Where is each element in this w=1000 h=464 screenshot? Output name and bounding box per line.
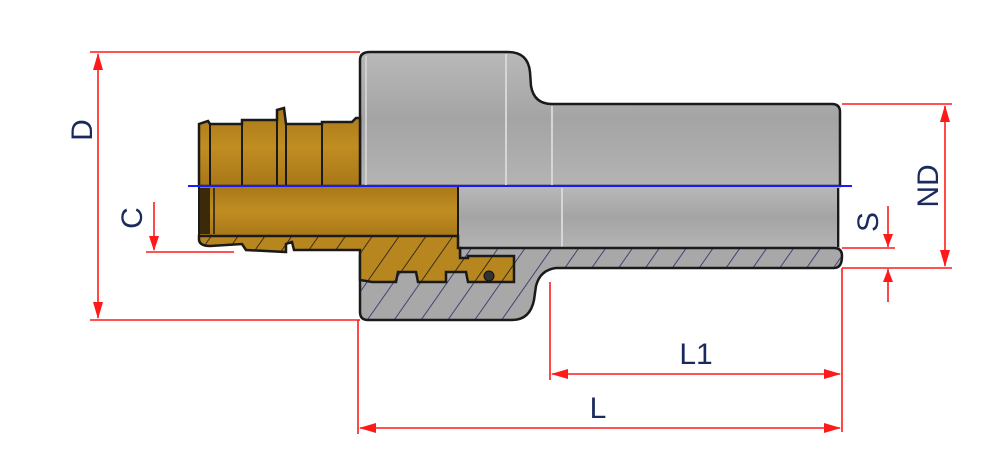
label-d: D bbox=[66, 119, 99, 141]
dimension-l1 bbox=[549, 282, 841, 380]
label-c: C bbox=[116, 207, 149, 229]
dimension-s bbox=[841, 206, 895, 432]
brass-insert-upper bbox=[197, 106, 362, 188]
label-l1: L1 bbox=[679, 338, 712, 371]
dimension-c bbox=[146, 202, 234, 253]
steel-bore bbox=[458, 186, 840, 248]
brass-bore bbox=[198, 185, 459, 237]
dimension-l bbox=[357, 320, 841, 434]
label-l: L bbox=[590, 392, 607, 425]
label-s: S bbox=[852, 212, 885, 232]
dimension-d bbox=[90, 51, 360, 321]
label-nd: ND bbox=[912, 164, 945, 207]
dimension-nd bbox=[842, 103, 952, 269]
steel-body-upper bbox=[358, 50, 842, 188]
brass-section-hatched bbox=[197, 234, 516, 284]
